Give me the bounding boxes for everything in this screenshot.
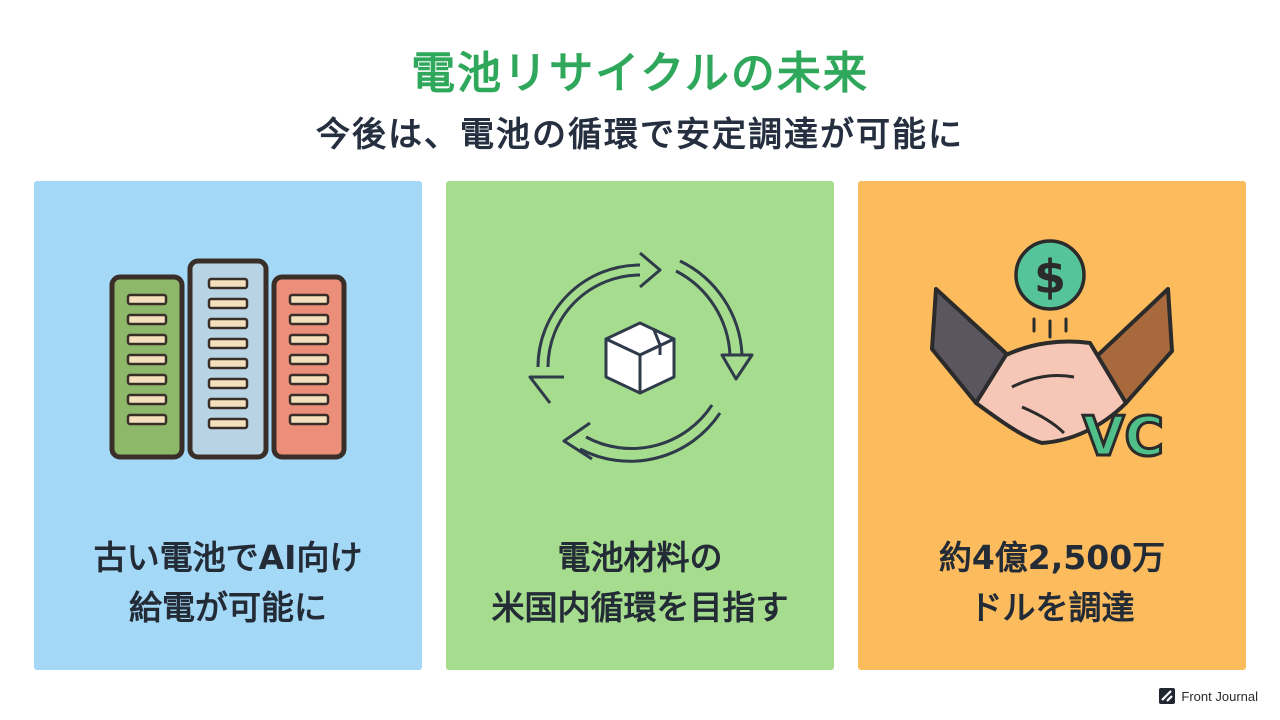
card-funding: $ VC 約4億2,500万 ドルを調達	[858, 181, 1246, 670]
card-battery-power: 古い電池でAI向け 給電が可能に	[34, 181, 422, 670]
card-1-text: 古い電池でAI向け 給電が可能に	[34, 533, 422, 633]
card-3-text: 約4億2,500万 ドルを調達	[858, 533, 1246, 633]
front-journal-logo-icon	[1159, 688, 1176, 704]
brand: Front Journal	[1159, 686, 1258, 706]
battery-racks-icon	[109, 258, 347, 460]
handshake-vc-icon: $ VC	[930, 239, 1174, 470]
card-2-line-2: 米国内循環を目指す	[491, 588, 789, 627]
card-3-line-2: ドルを調達	[969, 588, 1135, 627]
svg-text:$: $	[1034, 250, 1066, 304]
recycle-box-icon	[528, 251, 754, 463]
card-domestic-recycling: 電池材料の 米国内循環を目指す	[446, 181, 834, 670]
card-1-line-2: 給電が可能に	[129, 588, 327, 627]
vc-badge: VC	[1083, 405, 1164, 468]
card-2-line-1: 電池材料の	[557, 538, 723, 577]
page-subtitle: 今後は、電池の循環で安定調達が可能に	[316, 115, 964, 155]
brand-name: Front Journal	[1181, 688, 1258, 704]
page-title: 電池リサイクルの未来	[411, 48, 869, 99]
card-1-line-1: 古い電池でAI向け	[93, 538, 363, 577]
card-2-text: 電池材料の 米国内循環を目指す	[446, 533, 834, 633]
card-3-line-1: 約4億2,500万	[938, 538, 1166, 577]
